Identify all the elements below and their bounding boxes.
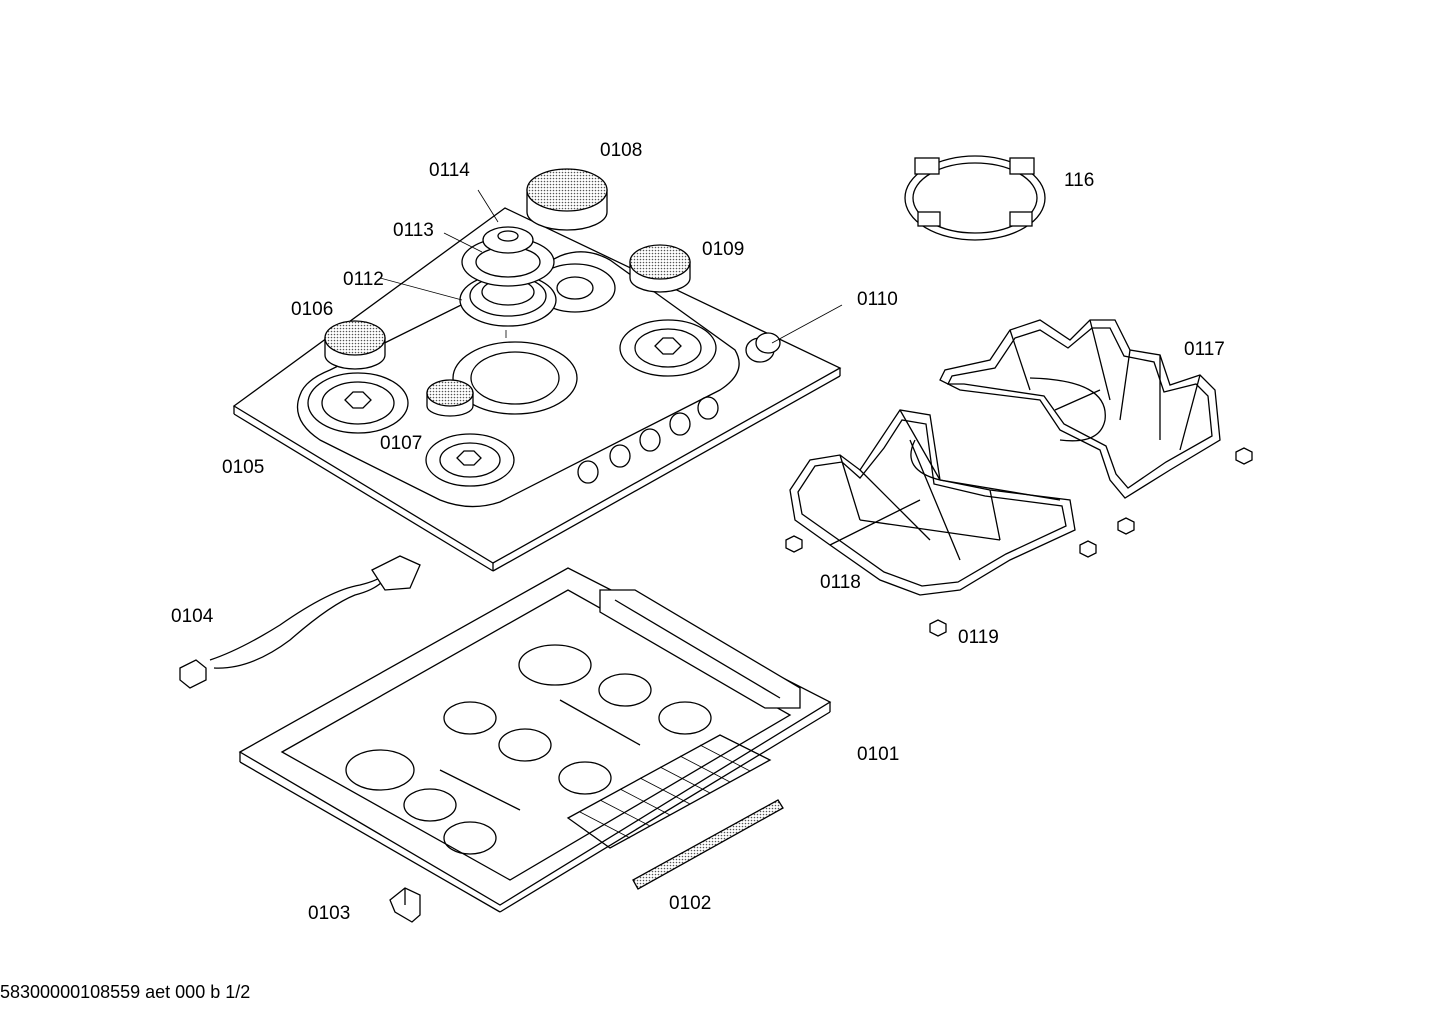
leader-lines	[379, 189, 843, 344]
label-0117: 0117	[1184, 339, 1225, 360]
burner-cap-0106	[324, 320, 386, 370]
label-0109: 0109	[702, 239, 745, 260]
burner-cap-0108	[526, 168, 608, 231]
pan-support-right	[939, 319, 1221, 499]
label-0101: 0101	[857, 744, 900, 765]
label-0119: 0119	[958, 627, 999, 648]
label-0113: 0113	[393, 220, 434, 241]
wok-burner-stack	[459, 226, 557, 338]
label-116: 116	[1064, 170, 1095, 191]
label-0110: 0110	[857, 289, 898, 310]
label-0103: 0103	[308, 903, 351, 924]
power-cable	[179, 555, 421, 689]
label-0105: 0105	[222, 457, 265, 478]
sealing-strip	[632, 799, 784, 890]
base-tray	[238, 567, 832, 913]
pan-support-left	[789, 409, 1076, 596]
label-0107: 0107	[380, 433, 423, 454]
label-0106: 0106	[291, 299, 334, 320]
rubber-feet	[785, 447, 1253, 637]
control-knob	[745, 332, 781, 363]
fixing-clip	[389, 887, 421, 923]
burner-cap-0109	[629, 244, 691, 293]
label-0118: 0118	[820, 572, 861, 593]
label-0102: 0102	[669, 893, 712, 914]
label-0108: 0108	[600, 140, 643, 161]
hob-top-plate	[232, 207, 842, 572]
document-footer: 58300000108559 aet 000 b 1/2	[0, 982, 251, 1002]
label-0114: 0114	[429, 160, 470, 181]
label-0104: 0104	[171, 606, 214, 627]
label-0112: 0112	[343, 269, 384, 290]
burner-cap-0107	[426, 379, 474, 417]
wok-ring	[904, 155, 1046, 241]
